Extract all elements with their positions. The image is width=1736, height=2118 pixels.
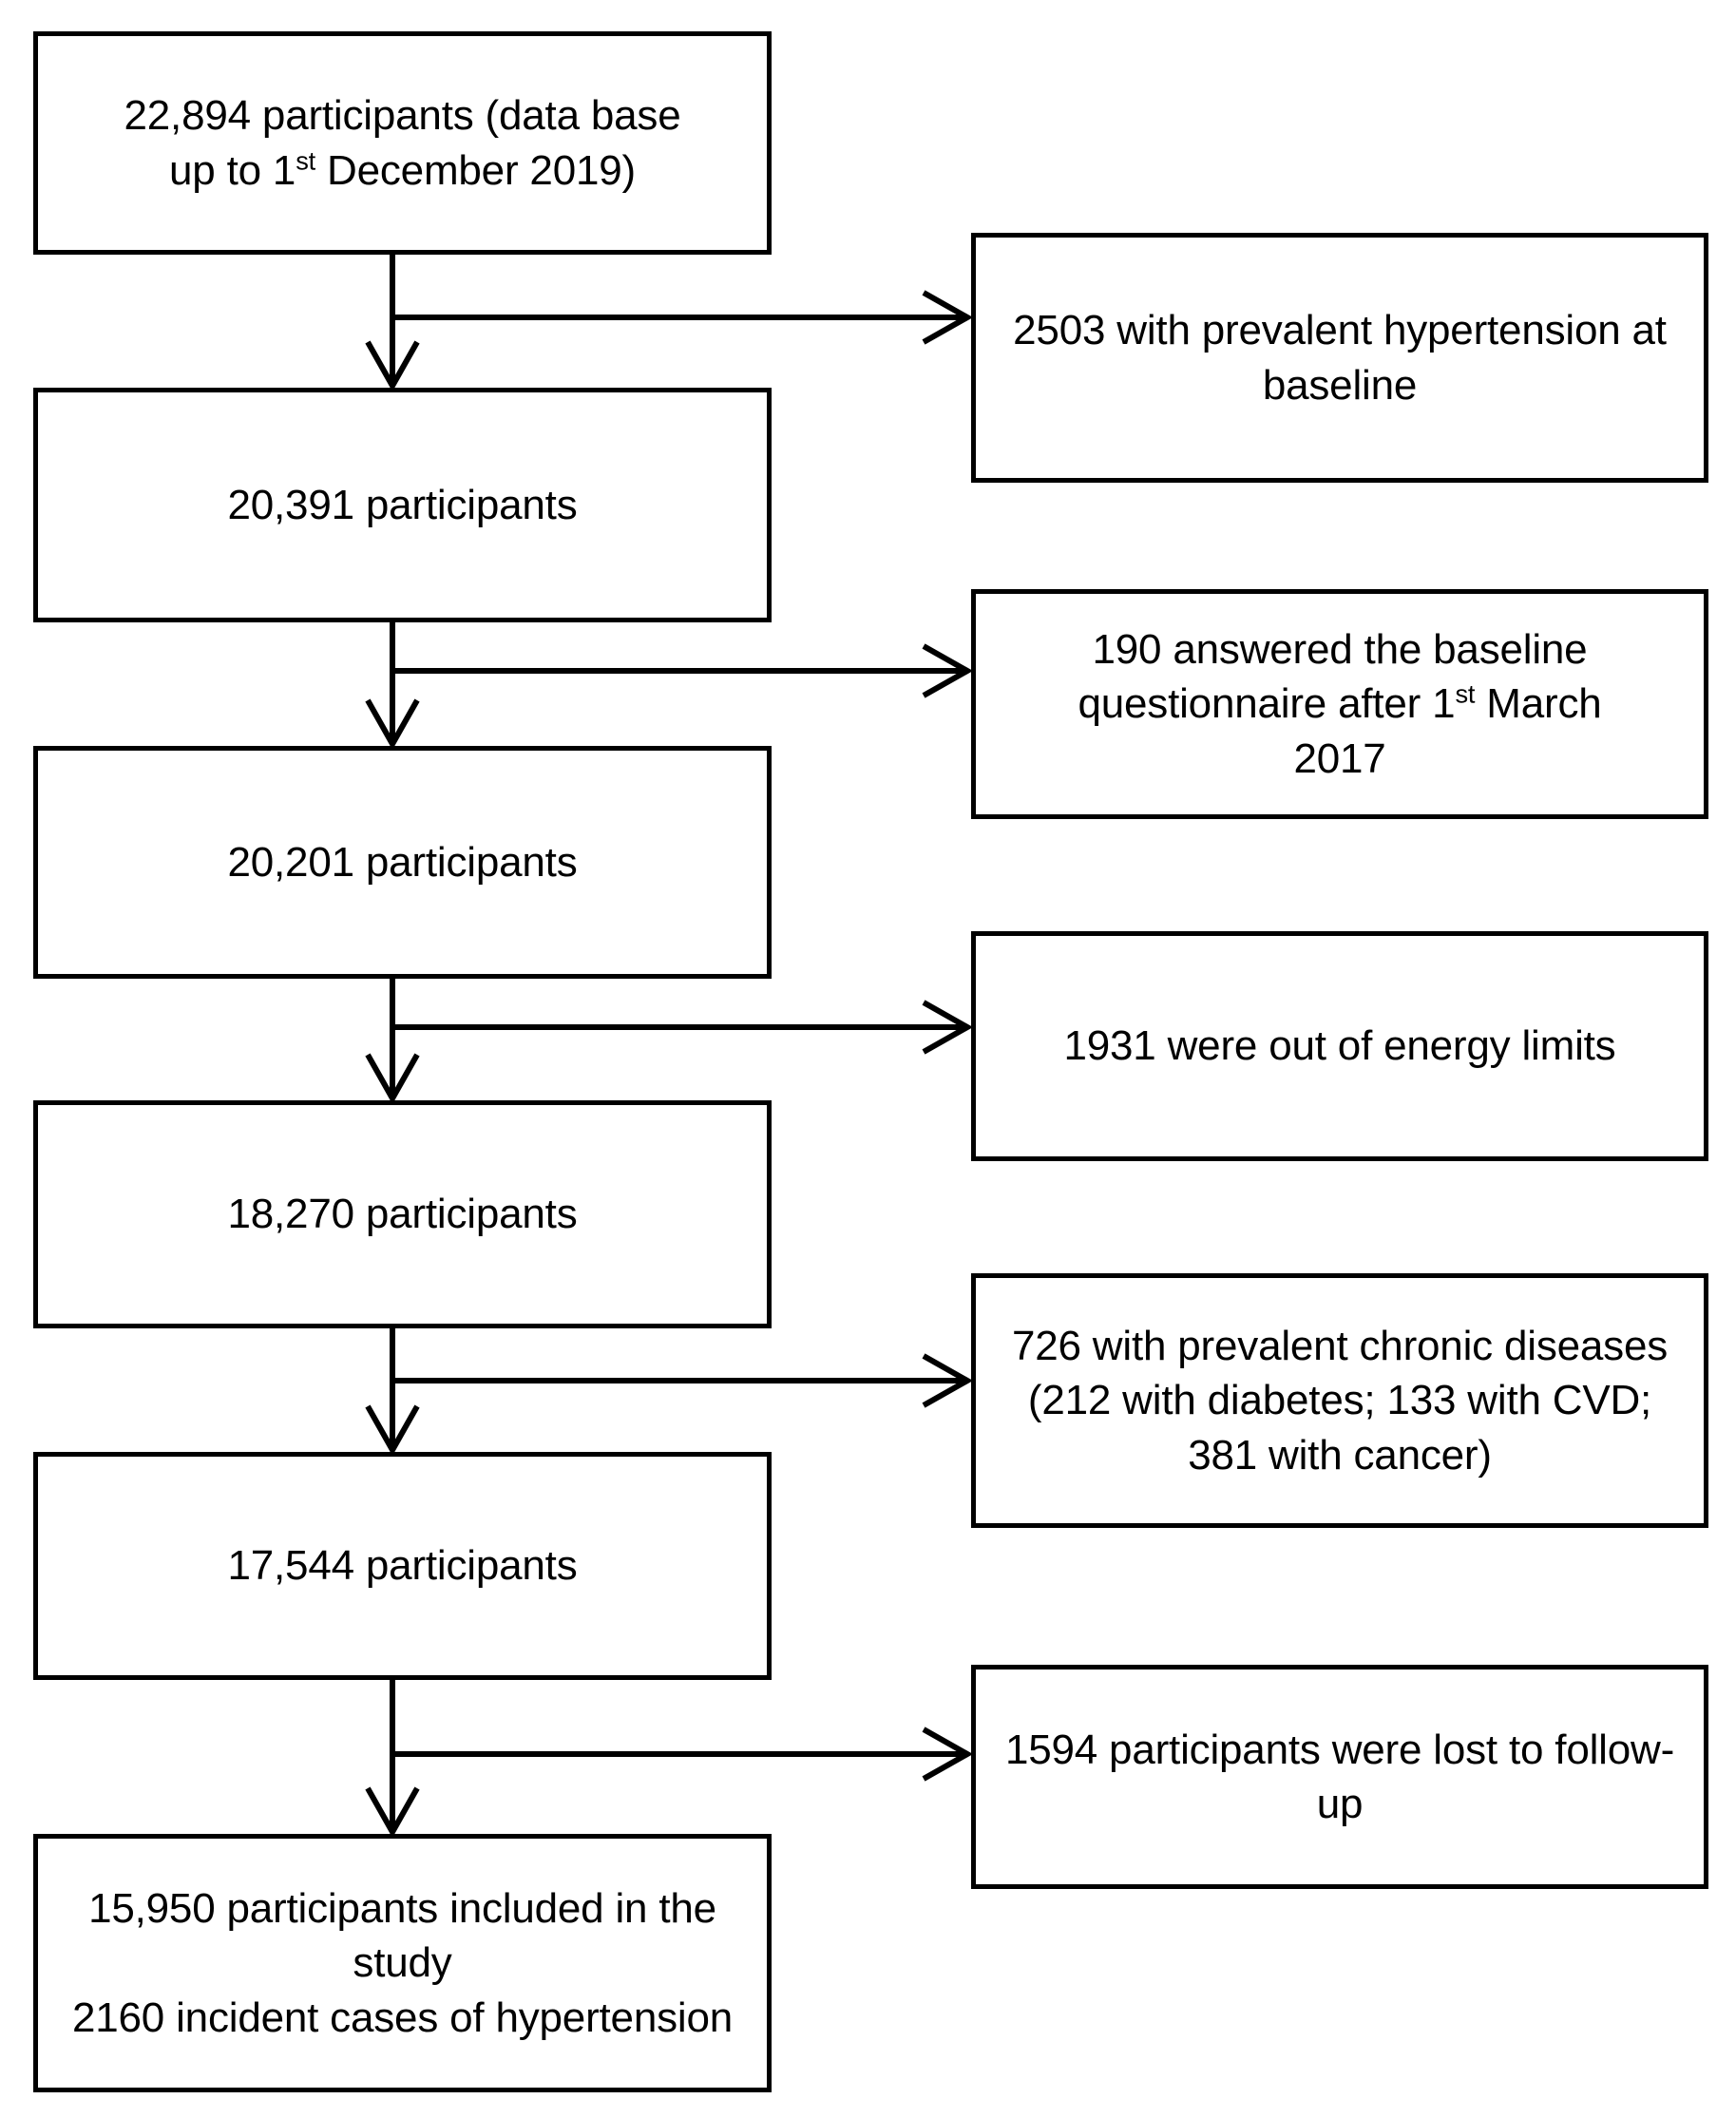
arrowhead-right-3: [922, 1000, 974, 1055]
arrowhead-down-3: [365, 1053, 420, 1105]
excl-late-questionnaire: 190 answered the baseline questionnaire a…: [971, 589, 1708, 819]
node-after-energy: 18,270 participants: [33, 1100, 772, 1328]
node-after-chronic: 17,544 participants: [33, 1452, 772, 1680]
node-after-questionnaire: 20,201 participants: [33, 746, 772, 979]
arrowhead-down-5: [365, 1786, 420, 1839]
arrowhead-down-1: [365, 340, 420, 392]
excl-late-questionnaire-label: 190 answered the baseline questionnaire a…: [1078, 622, 1601, 786]
excl-chronic: 726 with prevalent chronic diseases (212…: [971, 1273, 1708, 1528]
node-after-energy-label: 18,270 participants: [227, 1191, 578, 1238]
node-after-chronic-label: 17,544 participants: [227, 1542, 578, 1590]
excl-lost-followup: 1594 participants were lost to follow-up: [971, 1665, 1708, 1889]
node-after-hypertension: 20,391 participants: [33, 388, 772, 622]
excl-late-line1: 190 answered the baseline: [1092, 626, 1588, 674]
node-after-hypertension-label: 20,391 participants: [227, 481, 578, 528]
excl-lost-followup-label: 1594 participants were lost to follow-up: [1004, 1726, 1675, 1827]
excl-hypertension-label: 2503 with prevalent hypertension at base…: [1013, 307, 1667, 409]
excl-chronic-label: 726 with prevalent chronic diseases (212…: [1011, 1323, 1669, 1479]
node-enrolled-line2-post: December 2019): [315, 146, 636, 194]
arrowhead-right-5: [922, 1727, 974, 1782]
ordinal-superscript: st: [1455, 678, 1476, 709]
node-final-label: 15,950 participants included in the stud…: [71, 1885, 734, 2041]
excl-late-line3: 2017: [1293, 735, 1386, 782]
arrowhead-right-2: [922, 643, 974, 698]
excl-energy: 1931 were out of energy limits: [971, 931, 1708, 1161]
ordinal-superscript: st: [296, 144, 316, 175]
arrowhead-down-4: [365, 1404, 420, 1457]
excl-energy-label: 1931 were out of energy limits: [1063, 1022, 1616, 1070]
arrowhead-right-1: [922, 290, 974, 345]
excl-hypertension: 2503 with prevalent hypertension at base…: [971, 233, 1708, 483]
excl-late-line2-pre: questionnaire after 1: [1078, 680, 1456, 728]
node-enrolled-line2-pre: up to 1: [169, 146, 296, 194]
arrowhead-right-4: [922, 1353, 974, 1408]
arrowhead-down-2: [365, 698, 420, 751]
node-after-questionnaire-label: 20,201 participants: [227, 838, 578, 886]
node-final: 15,950 participants included in the stud…: [33, 1834, 772, 2092]
node-enrolled-line1: 22,894 participants (data base: [124, 92, 681, 140]
excl-late-line2-post: March: [1475, 680, 1602, 728]
